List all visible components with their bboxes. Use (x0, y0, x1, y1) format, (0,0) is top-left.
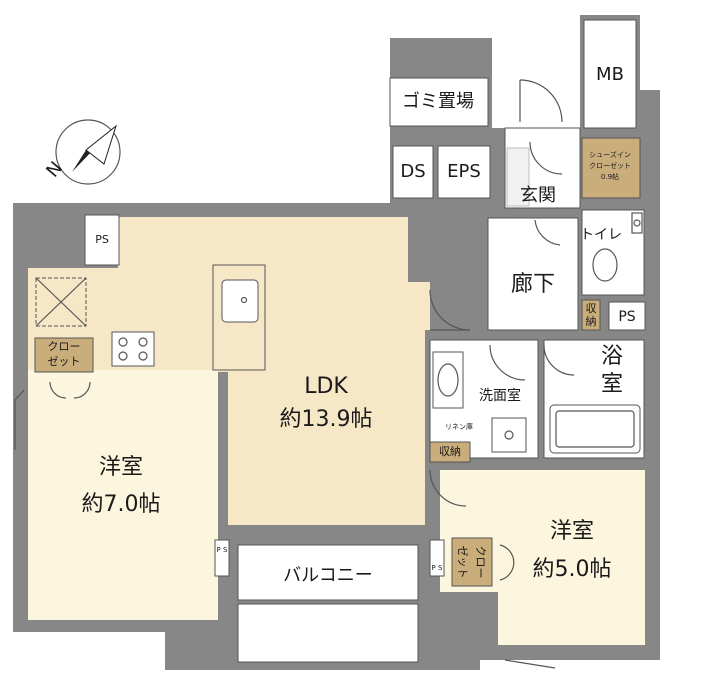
closet-western-2 (451, 537, 493, 587)
bath-label-bottom: 室 (601, 372, 623, 397)
svg-text:P S: P S (432, 564, 443, 572)
balcony-area (237, 544, 419, 601)
closet-w2-label-2: ゼット (456, 546, 469, 579)
ps-label-top-left: PS (95, 233, 109, 246)
western2-label: 洋室 (550, 519, 594, 544)
hall-storage-label-2: 納 (586, 315, 597, 328)
balcony-label: バルコニー (283, 565, 373, 586)
ldk-room (118, 217, 430, 525)
washroom-label: 洗面室 (479, 387, 521, 404)
closet-western-1 (34, 337, 94, 373)
kitchen-floor (28, 268, 123, 336)
western-room-2 (440, 470, 645, 645)
ps-label-balcony-right: P S (432, 564, 443, 572)
wash-storage (429, 441, 471, 463)
linen-label: リネン庫 (445, 422, 473, 431)
hallway-label: 廊下 (511, 272, 555, 297)
closet-w1-label-1: クロー (48, 340, 81, 353)
western1-label: 洋室 (99, 455, 143, 480)
wash-storage-label: 収納 (439, 445, 461, 458)
washbasin-icon (432, 351, 464, 409)
ps-top-left (84, 214, 120, 266)
mb-label: MB (596, 64, 624, 85)
fridge-space (35, 277, 87, 327)
hallway-ps (608, 301, 646, 331)
entrance-tile (506, 147, 530, 207)
eps-label: EPS (447, 161, 481, 182)
ps-label-balcony-left: P S (217, 546, 228, 554)
stove-icon (111, 331, 155, 367)
ds-label: DS (400, 161, 425, 182)
hallway (487, 217, 579, 331)
ds-shaft (392, 145, 434, 199)
shoes-closet (581, 137, 641, 199)
toilet-icon (592, 212, 643, 282)
western2-size-label: 約5.0帖 (533, 557, 612, 582)
mb-shaft (583, 19, 637, 129)
washing-pan-icon (491, 417, 527, 453)
eps-shaft (437, 145, 491, 199)
kitchen-sink-icon (212, 264, 266, 371)
ldk-label: LDK (304, 374, 348, 399)
ldk-size-label: 約13.9帖 (280, 407, 373, 432)
shoes-closet-label-2: クローゼット (589, 161, 631, 170)
compass-icon (55, 119, 121, 185)
bathtub-icon (549, 404, 641, 454)
shoes-closet-label-3: 0.9帖 (601, 172, 619, 181)
garbage-area (389, 77, 489, 127)
doors (14, 79, 575, 669)
ps-balcony-right (429, 539, 445, 577)
garbage-label: ゴミ置場 (402, 91, 474, 112)
western-room-1 (28, 370, 218, 620)
western1-size-label: 約7.0帖 (82, 492, 161, 517)
hall-storage (581, 299, 601, 331)
closet-w1-label-2: ゼット (48, 355, 81, 368)
ps-label-hallway: PS (618, 309, 635, 325)
shoes-closet-label-1: シューズイン (589, 150, 631, 159)
hall-storage-label-1: 収 (586, 302, 597, 315)
ps-balcony-left (214, 539, 230, 577)
closet-w2-label-1: クロー (474, 546, 487, 579)
balcony-lower (237, 603, 419, 663)
svg-text:P S: P S (217, 546, 228, 554)
toilet-label: トイレ (580, 227, 622, 243)
bath-label-top: 浴 (601, 344, 623, 369)
entrance-label: 玄関 (520, 185, 556, 206)
